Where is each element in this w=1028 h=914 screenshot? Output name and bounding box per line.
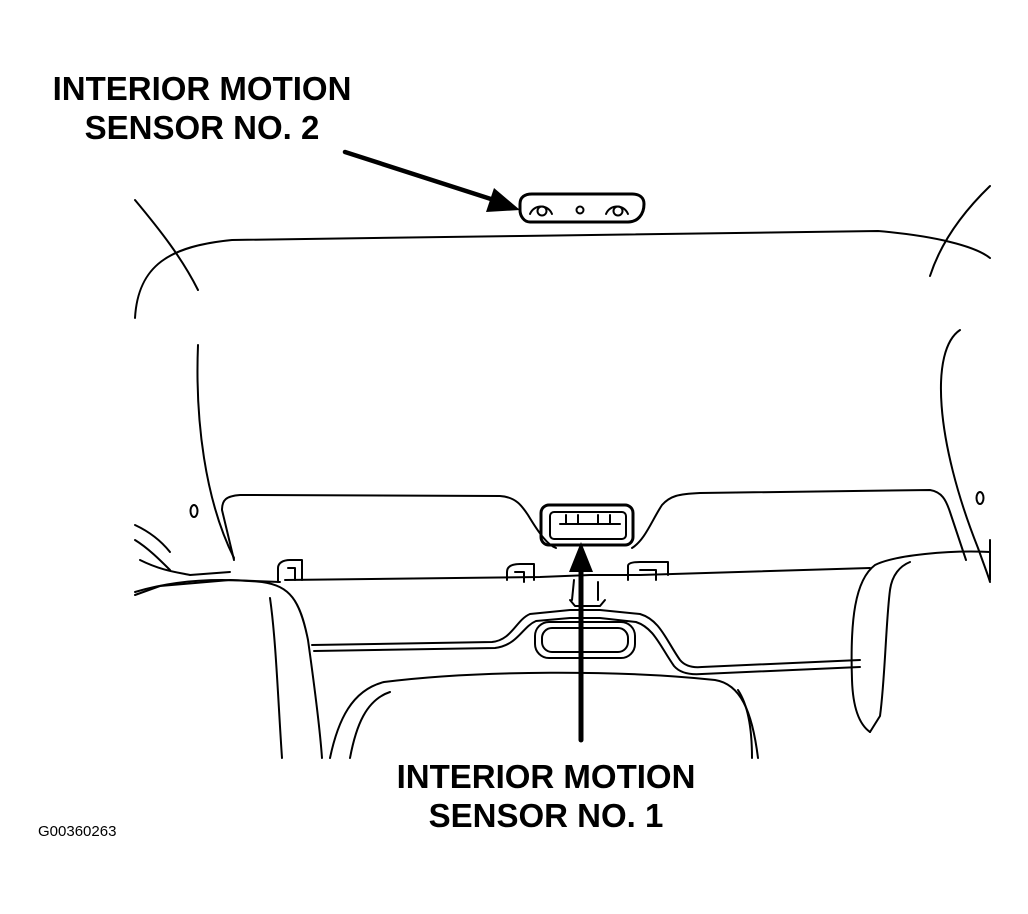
visor-clips — [277, 559, 669, 583]
sensor-1-housing — [539, 503, 635, 547]
left-window-trim — [134, 524, 231, 576]
sensor-1-label-line1: INTERIOR MOTION — [396, 758, 696, 795]
right-sunvisor — [631, 489, 967, 561]
sensor-1-label: INTERIOR MOTION SENSOR NO. 1 — [384, 758, 708, 836]
rearview-mirror-inner — [541, 627, 629, 653]
mirror-stem — [571, 579, 599, 601]
rearview-mirror-frame-inner — [313, 617, 861, 676]
left-pillar-inner — [196, 344, 235, 559]
right-seat-back — [850, 550, 991, 733]
left-a-pillar — [134, 199, 199, 291]
sensor-2-label-line1: INTERIOR MOTION — [52, 70, 352, 107]
mirror-bracket — [569, 599, 606, 607]
rear-seat-headrest-inner — [349, 689, 753, 759]
left-seat-back — [134, 579, 323, 759]
sensor-2-housing — [518, 192, 646, 224]
left-sunvisor — [221, 494, 557, 561]
sensor-1-label-line2: SENSOR NO. 1 — [428, 796, 664, 834]
sensor-2-label-line2: SENSOR NO. 2 — [84, 108, 320, 146]
headliner-top-edge — [134, 230, 991, 319]
right-pillar-inner — [939, 329, 991, 583]
left-seat-side — [269, 597, 283, 759]
right-seat-side — [869, 561, 911, 733]
right-a-pillar — [929, 185, 991, 277]
sensor-2-label: INTERIOR MOTION SENSOR NO. 2 — [40, 70, 364, 148]
rearview-mirror-frame — [311, 609, 861, 669]
figure-code: G00360263 — [38, 823, 117, 840]
rearview-mirror — [534, 621, 636, 659]
leader-arrow-sensor-1 — [569, 542, 593, 743]
right-mounting-hole — [975, 491, 985, 505]
windshield-frame — [284, 567, 871, 581]
left-mounting-hole — [189, 504, 199, 518]
leader-arrow-sensor-2 — [342, 149, 520, 212]
rear-seat-headrest — [329, 671, 759, 759]
